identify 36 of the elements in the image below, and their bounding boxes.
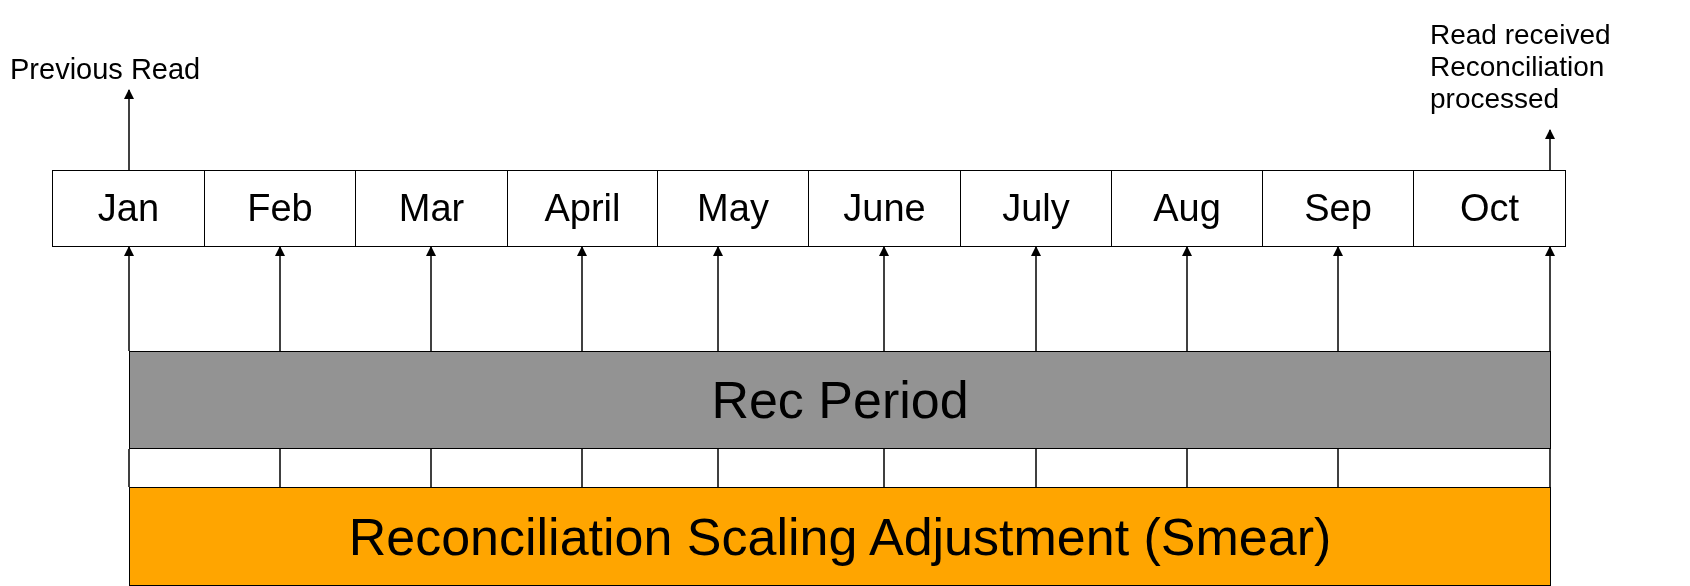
arrow <box>577 246 587 352</box>
arrow <box>879 246 889 352</box>
arrow <box>275 246 285 352</box>
text-label: Read received Reconciliation processed <box>1430 4 1675 130</box>
arrow <box>1545 246 1555 352</box>
month-cell: April <box>507 170 658 247</box>
arrow <box>426 246 436 352</box>
connector-line <box>1186 448 1188 488</box>
month-cell: May <box>657 170 809 247</box>
adjustment-bar: Reconciliation Scaling Adjustment (Smear) <box>129 487 1551 586</box>
month-cell: Oct <box>1413 170 1566 247</box>
arrow <box>124 89 134 171</box>
connector-line <box>128 448 130 488</box>
month-cell: Sep <box>1262 170 1414 247</box>
month-cell: July <box>960 170 1112 247</box>
text-label: Previous Read <box>10 50 260 90</box>
arrow <box>1182 246 1192 352</box>
month-cell: Jan <box>52 170 205 247</box>
month-cell: June <box>808 170 961 247</box>
month-cell: Feb <box>204 170 356 247</box>
month-cell: Mar <box>355 170 508 247</box>
arrow <box>713 246 723 352</box>
arrow <box>1333 246 1343 352</box>
connector-line <box>1035 448 1037 488</box>
connector-line <box>717 448 719 488</box>
arrow <box>1545 129 1555 171</box>
connector-line <box>581 448 583 488</box>
period-bar: Rec Period <box>129 351 1551 449</box>
connector-line <box>1549 448 1551 488</box>
arrow <box>1031 246 1041 352</box>
connector-line <box>430 448 432 488</box>
connector-line <box>279 448 281 488</box>
month-cell: Aug <box>1111 170 1263 247</box>
connector-line <box>883 448 885 488</box>
arrow <box>124 246 134 352</box>
connector-line <box>1337 448 1339 488</box>
